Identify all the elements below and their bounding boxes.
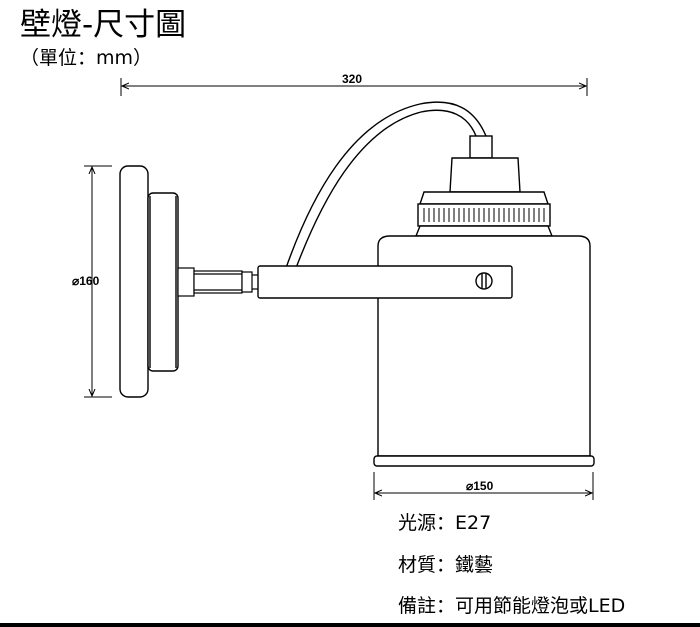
- unit-note: （單位：mm）: [20, 47, 153, 69]
- width-dimension-label: 320: [342, 72, 363, 86]
- height-dimension: [84, 165, 112, 398]
- bottom-divider: [0, 623, 700, 627]
- socket-thread: [423, 208, 545, 222]
- lamp-arm: [257, 265, 513, 299]
- power-cord: [285, 101, 493, 269]
- spec-note: 備註：可用節能燈泡或LED: [398, 595, 626, 617]
- shade-dimension: [373, 472, 594, 500]
- wall-plate: [119, 165, 179, 398]
- width-dimension: [120, 78, 588, 96]
- height-dimension-label: ⌀160: [72, 274, 100, 288]
- spec-light-source: 光源：E27: [398, 512, 492, 534]
- socket-cap: [414, 157, 554, 237]
- spec-material: 材質：鐵藝: [398, 554, 494, 576]
- shade-dimension-label: ⌀150: [466, 479, 494, 493]
- page-title: 壁燈-尺寸圖: [20, 7, 187, 43]
- swivel-connector: [177, 267, 258, 297]
